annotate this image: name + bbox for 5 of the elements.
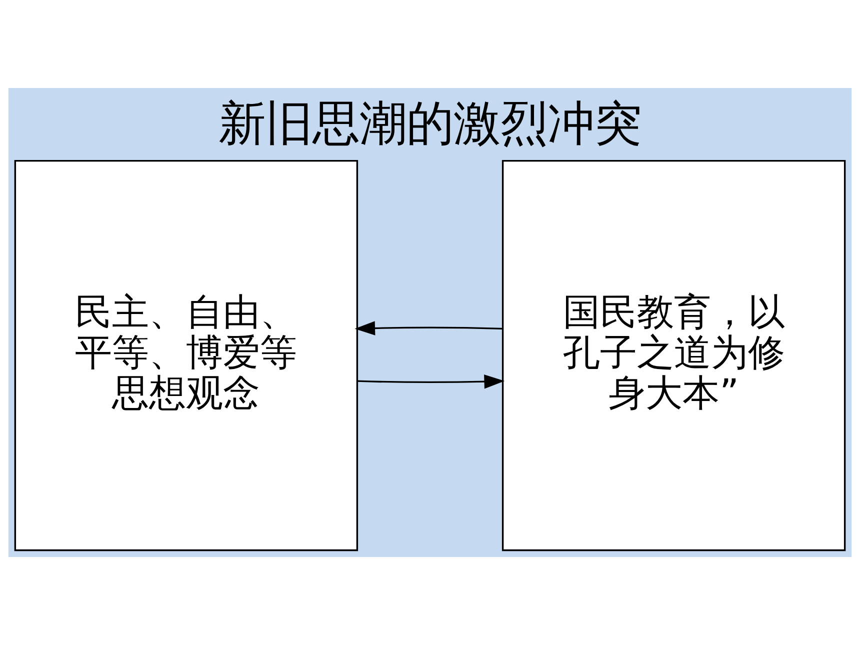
node-box: 民主、自由、平等、博爱等思想观念 (14, 160, 358, 552)
diagram-title: 新旧思潮的激烈冲突 (218, 96, 642, 152)
arrow (357, 374, 505, 389)
node-box: 国民教育，以孔子之道为修身大本” (502, 160, 846, 552)
arrow (354, 321, 502, 336)
